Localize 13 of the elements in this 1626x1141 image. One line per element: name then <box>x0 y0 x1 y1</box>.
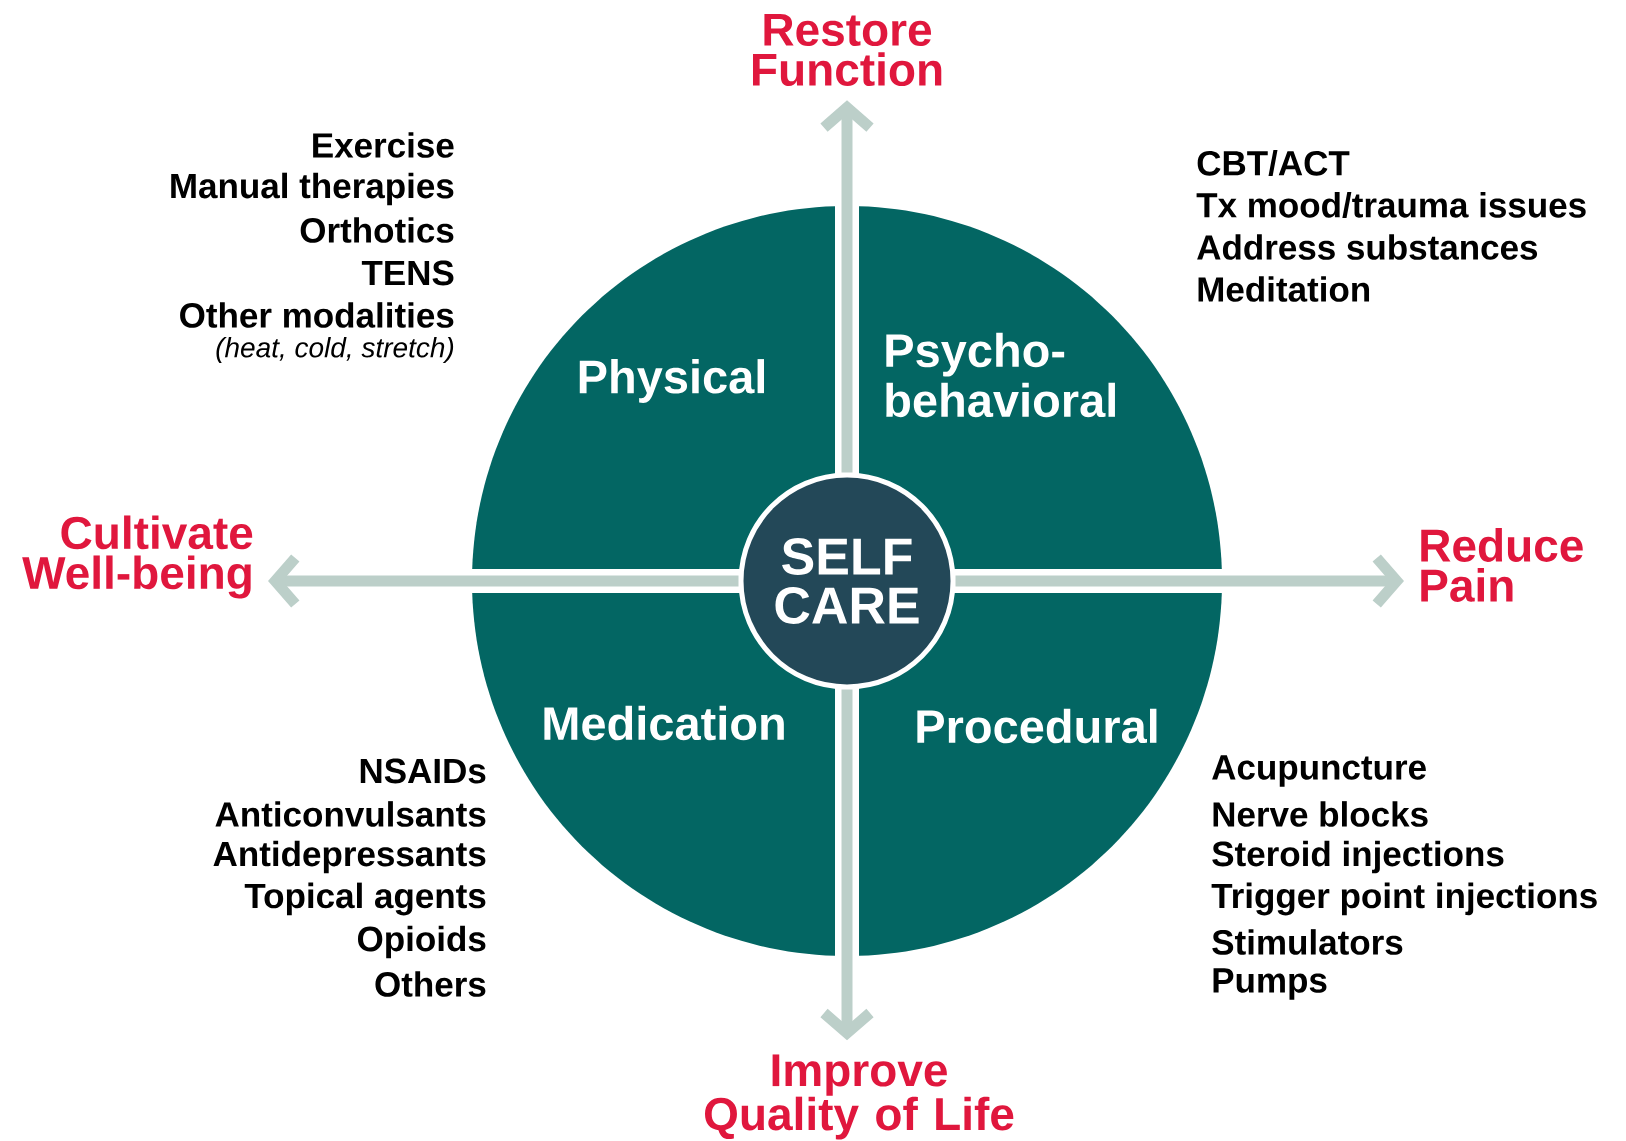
list-item: CBT/ACT <box>1197 149 1350 177</box>
arrow <box>820 100 874 473</box>
list-item: Manual therapies <box>171 172 454 206</box>
list-item: Exercise <box>313 132 454 158</box>
goal-label: Restore Function <box>753 13 942 87</box>
arrow <box>955 554 1404 608</box>
goal-label: Reduce Pain <box>1421 528 1583 602</box>
goal-label: Cultivate Well-being <box>22 515 253 599</box>
list-item: Others <box>375 971 486 997</box>
list-item: Pumps <box>1213 968 1327 1000</box>
arrow <box>820 689 874 1041</box>
goal-label: Improve Quality of Life <box>705 1054 1014 1140</box>
arrow <box>268 554 739 608</box>
